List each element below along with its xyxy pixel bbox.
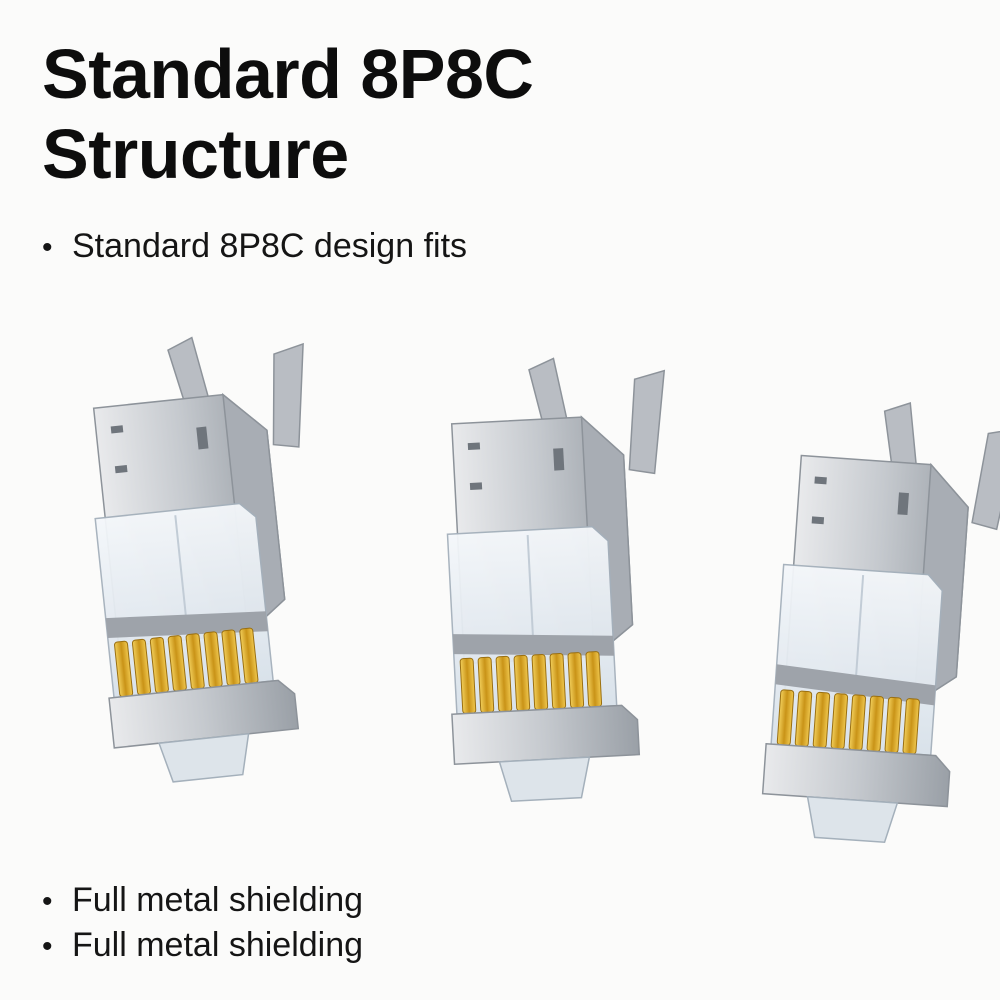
title-line-1: Standard 8P8C <box>42 35 534 113</box>
page-title: Standard 8P8C Structure <box>42 34 534 194</box>
rj45-connector-icon <box>432 351 688 806</box>
connectors-illustration <box>71 325 1000 850</box>
feature-bullet-shielding-repeat: Full metal shielding <box>42 925 363 967</box>
feature-bullet-shielding: Full metal shielding <box>42 880 363 922</box>
rj45-connector-icon <box>71 325 349 789</box>
rj45-connector-icon <box>758 393 1000 850</box>
title-line-2: Structure <box>42 115 349 193</box>
feature-bullet-design: Standard 8P8C design fits <box>42 226 467 268</box>
